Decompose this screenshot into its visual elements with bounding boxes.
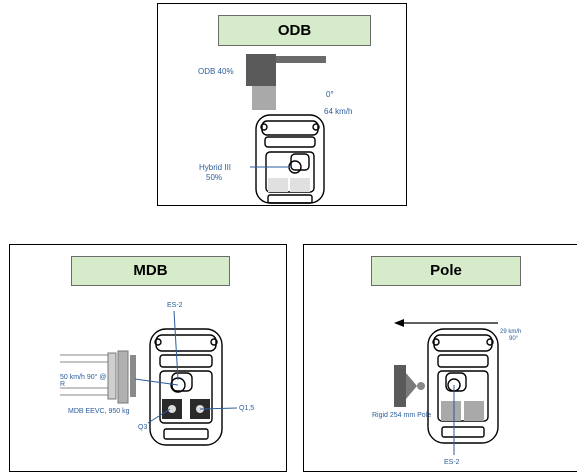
mdb-diagram: 50 km/h 90° @ R MDB EEVC, 950 kg ES-2 Q3… xyxy=(60,302,254,446)
pole-rear-seat-right xyxy=(464,401,484,421)
pole-post xyxy=(394,365,406,407)
pole-speed-line-1: 29 km/h xyxy=(500,329,521,335)
pole-car xyxy=(427,328,499,444)
odb-panel: ODB ODB 40% 0° 64 km/h Hybrid III 50% xyxy=(157,3,407,206)
mdb-q3-label: Q3 xyxy=(138,424,147,431)
odb-angle: 0° xyxy=(326,90,334,99)
pole-rear-seat-left xyxy=(441,401,461,421)
odb-barrier-label: ODB 40% xyxy=(198,67,234,76)
mdb-speed-line-2: R xyxy=(60,381,65,388)
pole-title: Pole xyxy=(371,256,521,286)
odb-dummy-label-1: Hybrid III xyxy=(199,163,231,172)
odb-rear-seat-left xyxy=(268,178,288,192)
mdb-speed-line-1: 50 km/h 90° @ xyxy=(60,373,106,381)
odb-diagram: ODB 40% 0° 64 km/h Hybrid III 50% xyxy=(198,54,352,204)
odb-speed: 64 km/h xyxy=(324,107,352,116)
pole-label: Rigid 254 mm Pole xyxy=(372,412,431,419)
mdb-car xyxy=(149,328,223,446)
pole-bracket xyxy=(406,373,417,399)
pole-diagram: 29 km/h 90° Rigid 254 mm Pole ES-2 xyxy=(372,319,521,466)
pole-arrow-head xyxy=(394,319,404,327)
mdb-es2-leader xyxy=(173,310,179,381)
pole-speed-line-2: 90° xyxy=(509,336,519,342)
mdb-q15-leader xyxy=(199,407,238,410)
odb-barrier-strip xyxy=(276,56,326,63)
mdb-barrier-label: MDB EEVC, 950 kg xyxy=(68,408,130,415)
odb-barrier-light xyxy=(252,86,276,110)
pole-head xyxy=(417,382,425,390)
pole-panel: Pole 29 km/h 90° Rigid 254 mm Pole ES-2 xyxy=(303,244,577,472)
mdb-q15-label: Q1,5 xyxy=(239,405,254,412)
mdb-panel: MDB 50 km/h 90° @ R MDB EEVC, 950 kg xyxy=(9,244,287,472)
odb-barrier-dark xyxy=(246,54,276,86)
mdb-barrier xyxy=(60,350,136,404)
odb-dummy-label-2: 50% xyxy=(206,173,222,182)
odb-rear-seat-right xyxy=(290,178,310,192)
pole-es2-label: ES-2 xyxy=(444,459,460,466)
mdb-title: MDB xyxy=(71,256,230,286)
mdb-es2-label: ES-2 xyxy=(167,302,183,309)
mdb-speed-leader xyxy=(134,378,179,386)
mdb-q3-leader xyxy=(147,408,171,424)
odb-title: ODB xyxy=(218,15,371,46)
